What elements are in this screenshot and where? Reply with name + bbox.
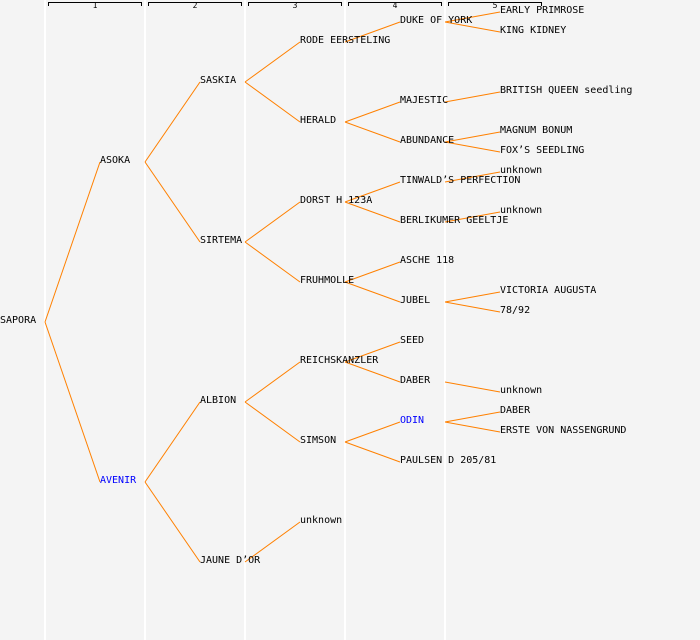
- pedigree-node[interactable]: ASOKA: [100, 155, 131, 166]
- pedigree-link: [444, 91, 501, 103]
- pedigree-link: [344, 101, 401, 123]
- pedigree-node[interactable]: ERSTE VON NASSENGRUND: [500, 425, 627, 436]
- pedigree-link: [444, 291, 501, 303]
- pedigree-link: [244, 241, 301, 283]
- pedigree-node[interactable]: ALBION: [200, 395, 237, 406]
- pedigree-link: [44, 321, 101, 483]
- pedigree-link: [244, 521, 301, 563]
- pedigree-node[interactable]: SASKIA: [200, 75, 237, 86]
- pedigree-link: [244, 41, 301, 83]
- pedigree-node[interactable]: DABER: [400, 375, 431, 386]
- pedigree-node[interactable]: SIMSON: [300, 435, 337, 446]
- column-divider: [144, 0, 146, 640]
- pedigree-node[interactable]: JUBEL: [400, 295, 431, 306]
- pedigree-link: [444, 171, 501, 183]
- pedigree-link: [344, 421, 401, 443]
- pedigree-link: [444, 211, 501, 223]
- pedigree-link: [244, 201, 301, 243]
- pedigree-link: [444, 411, 501, 423]
- pedigree-node[interactable]: BERLIKUMER GEELTJE: [400, 215, 509, 226]
- pedigree-node[interactable]: RODE EERSTELING: [300, 35, 391, 46]
- pedigree-node[interactable]: REICHSKANZLER: [300, 355, 379, 366]
- pedigree-node[interactable]: BRITISH QUEEN seedling: [500, 85, 633, 96]
- pedigree-link: [344, 361, 401, 383]
- pedigree-link: [344, 261, 401, 283]
- pedigree-link: [444, 301, 501, 313]
- pedigree-link: [444, 141, 501, 153]
- pedigree-node[interactable]: ABUNDANCE: [400, 135, 455, 146]
- pedigree-link: [444, 11, 501, 23]
- pedigree-link: [144, 481, 201, 563]
- pedigree-link: [344, 341, 401, 363]
- generation-label: 5: [492, 1, 498, 10]
- pedigree-link: [344, 21, 401, 43]
- pedigree-node[interactable]: VICTORIA AUGUSTA: [500, 285, 597, 296]
- pedigree-node[interactable]: MAJESTIC: [400, 95, 449, 106]
- column-divider: [244, 0, 246, 640]
- pedigree-link: [444, 421, 501, 433]
- pedigree-link: [144, 81, 201, 163]
- pedigree-node[interactable]: KING KIDNEY: [500, 25, 567, 36]
- pedigree-node[interactable]: JAUNE D’OR: [200, 555, 261, 566]
- generation-label: 1: [92, 1, 98, 10]
- pedigree-node[interactable]: unknown: [500, 385, 543, 396]
- column-bracket: [448, 2, 542, 6]
- pedigree-node[interactable]: FRUHMOLLE: [300, 275, 355, 286]
- pedigree-node[interactable]: AVENIR: [100, 475, 137, 486]
- pedigree-link: [244, 361, 301, 403]
- pedigree-node[interactable]: SAPORA: [0, 315, 37, 326]
- column-divider: [44, 0, 46, 640]
- generation-label: 3: [292, 1, 298, 10]
- pedigree-node[interactable]: FOX’S SEEDLING: [500, 145, 585, 156]
- pedigree-link: [344, 281, 401, 303]
- pedigree-node[interactable]: TINWALD’S PERFECTION: [400, 175, 521, 186]
- column-divider: [444, 0, 446, 640]
- pedigree-node[interactable]: ASCHE 118: [400, 255, 455, 266]
- pedigree-link: [344, 121, 401, 143]
- pedigree-node[interactable]: unknown: [500, 205, 543, 216]
- pedigree-node[interactable]: MAGNUM BONUM: [500, 125, 573, 136]
- pedigree-link: [444, 21, 501, 33]
- pedigree-node[interactable]: unknown: [500, 165, 543, 176]
- column-bracket: [48, 2, 142, 6]
- pedigree-link: [344, 441, 401, 463]
- generation-label: 2: [192, 1, 198, 10]
- pedigree-link: [144, 161, 201, 243]
- pedigree-link: [444, 131, 501, 143]
- column-divider: [344, 0, 346, 640]
- pedigree-link: [244, 401, 301, 443]
- pedigree-node[interactable]: DABER: [500, 405, 531, 416]
- pedigree-node[interactable]: SEED: [400, 335, 425, 346]
- pedigree-link: [344, 181, 401, 203]
- pedigree-node[interactable]: HERALD: [300, 115, 337, 126]
- generation-label: 4: [392, 1, 398, 10]
- pedigree-link: [244, 81, 301, 123]
- pedigree-link: [144, 401, 201, 483]
- pedigree-node[interactable]: unknown: [300, 515, 343, 526]
- pedigree-link: [344, 201, 401, 223]
- column-bracket: [348, 2, 442, 6]
- pedigree-node[interactable]: DORST H 123A: [300, 195, 373, 206]
- pedigree-link: [444, 381, 501, 393]
- pedigree-node[interactable]: SIRTEMA: [200, 235, 243, 246]
- pedigree-node[interactable]: EARLY PRIMROSE: [500, 5, 585, 16]
- pedigree-node[interactable]: 78/92: [500, 305, 531, 316]
- column-bracket: [248, 2, 342, 6]
- column-bracket: [148, 2, 242, 6]
- pedigree-node[interactable]: DUKE OF YORK: [400, 15, 473, 26]
- pedigree-link: [44, 161, 101, 323]
- pedigree-node[interactable]: PAULSEN D 205/81: [400, 455, 497, 466]
- pedigree-node[interactable]: ODIN: [400, 415, 425, 426]
